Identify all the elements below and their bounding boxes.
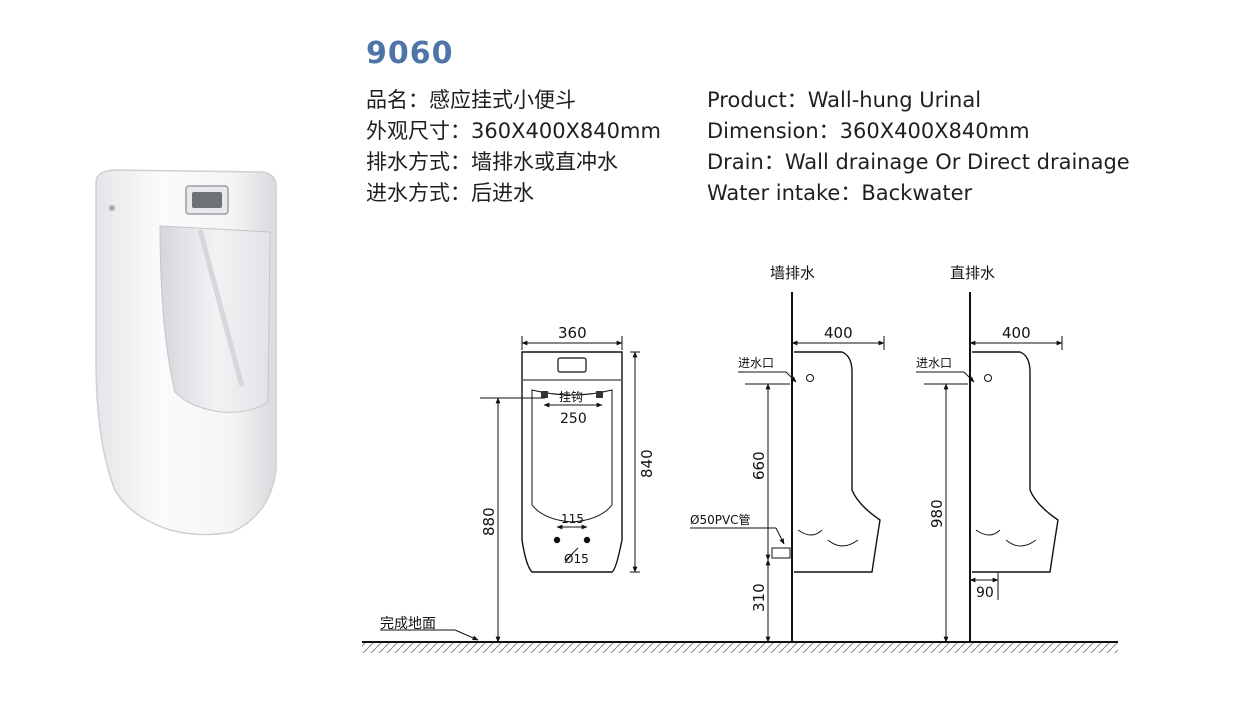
wall-drain-depth-label: 400 [824, 324, 853, 342]
spec-dimension-cn: 外观尺寸：360X400X840mm [366, 119, 661, 143]
spec-drain-en: Drain：Wall drainage Or Direct drainage [707, 150, 1130, 174]
outlet-offset-label: 90 [976, 585, 994, 601]
direct-drain-inlet-label: 进水口 [916, 356, 952, 370]
spec-product-en: Product：Wall-hung Urinal [707, 88, 982, 112]
front-height-label: 840 [638, 449, 656, 478]
front-width-label: 360 [558, 324, 587, 342]
front-view [480, 336, 640, 643]
spec-intake-cn: 进水方式：后进水 [366, 181, 534, 205]
floor-label: 完成地面 [380, 616, 436, 632]
floor [362, 629, 1118, 653]
direct-drain-height-label: 980 [928, 499, 946, 528]
urinal-photo [95, 169, 277, 536]
outlet-diameter-label: Ø15 [564, 552, 589, 566]
spec-intake-en: Water intake：Backwater [707, 181, 973, 205]
wall-drain-title: 墙排水 [770, 264, 815, 282]
direct-drain-view [916, 292, 1063, 643]
hook-spacing-label: 250 [560, 411, 587, 427]
mount-height-label: 880 [480, 507, 498, 536]
spec-dimension-en: Dimension：360X400X840mm [707, 119, 1030, 143]
inlet-height-label: 660 [750, 451, 768, 480]
model-number: 9060 [366, 36, 454, 71]
outlet-spacing-label: 115 [561, 512, 584, 526]
pipe-label: Ø50PVC管 [690, 512, 751, 527]
direct-drain-title: 直排水 [950, 264, 995, 282]
spec-drain-cn: 排水方式：墙排水或直冲水 [366, 150, 618, 174]
spec-product-cn: 品名：感应挂式小便斗 [366, 88, 576, 112]
direct-drain-depth-label: 400 [1002, 324, 1031, 342]
hook-label: 挂钩 [559, 390, 583, 404]
pipe-height-label: 310 [750, 583, 768, 612]
wall-drain-inlet-label: 进水口 [738, 356, 774, 370]
wall-drain-view [690, 292, 885, 643]
